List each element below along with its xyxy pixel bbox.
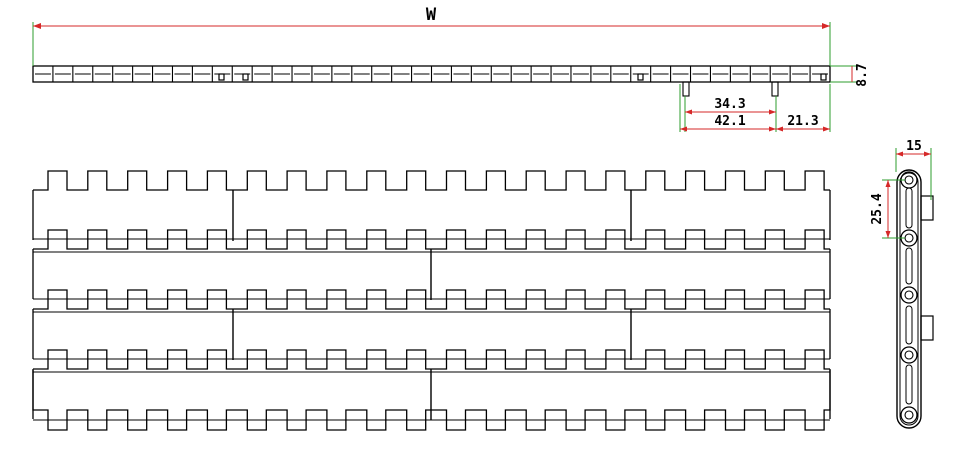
dimension-pitch-a: 34.3 (684, 96, 777, 132)
side-view: 15 25.4 (870, 139, 934, 429)
dimension-pitch-label: 25.4 (870, 193, 885, 224)
dimension-pitch: 25.4 (870, 179, 905, 239)
dimension-depth-label: 15 (906, 139, 922, 154)
top-pin-square (218, 73, 225, 81)
side-slot (905, 305, 913, 345)
top-pin-square (637, 73, 644, 81)
front-row-teeth (33, 170, 830, 191)
dimension-pitch-a-label: 34.3 (714, 97, 745, 112)
side-inner-outline (899, 172, 919, 426)
side-slot (905, 247, 913, 285)
side-links (896, 169, 934, 429)
side-slot (905, 187, 913, 229)
dimension-pitch-b-label: 42.1 (714, 114, 745, 129)
top-pin-square (820, 73, 827, 81)
dimension-width: W (32, 5, 831, 66)
side-pin-outer (900, 406, 918, 424)
side-pin-outer (900, 346, 918, 364)
side-pin-outer (900, 286, 918, 304)
side-outline (896, 169, 922, 429)
top-segments (32, 65, 831, 97)
side-pin-inner (904, 350, 914, 360)
side-slot (905, 364, 913, 405)
dimension-pitch-b: 42.1 (679, 84, 776, 132)
dimension-edge: 21.3 (776, 84, 831, 132)
top-tab (682, 81, 690, 97)
top-view: W 8.7 34.3 42.1 (32, 5, 870, 132)
dimension-thickness-label: 8.7 (855, 63, 870, 86)
side-pin-inner (904, 290, 914, 300)
side-tab (920, 315, 934, 341)
front-view (32, 170, 831, 431)
side-pin-inner (904, 233, 914, 243)
side-pin-inner (904, 175, 914, 185)
dimension-width-label: W (426, 5, 437, 25)
top-pin-square (242, 73, 249, 81)
dimension-edge-label: 21.3 (787, 114, 818, 129)
dimension-depth: 15 (895, 139, 932, 200)
side-pin-inner (904, 410, 914, 420)
top-tab (771, 81, 779, 97)
front-bottom-teeth (32, 370, 831, 431)
side-tab (920, 195, 934, 221)
dimension-thickness: 8.7 (830, 63, 870, 87)
